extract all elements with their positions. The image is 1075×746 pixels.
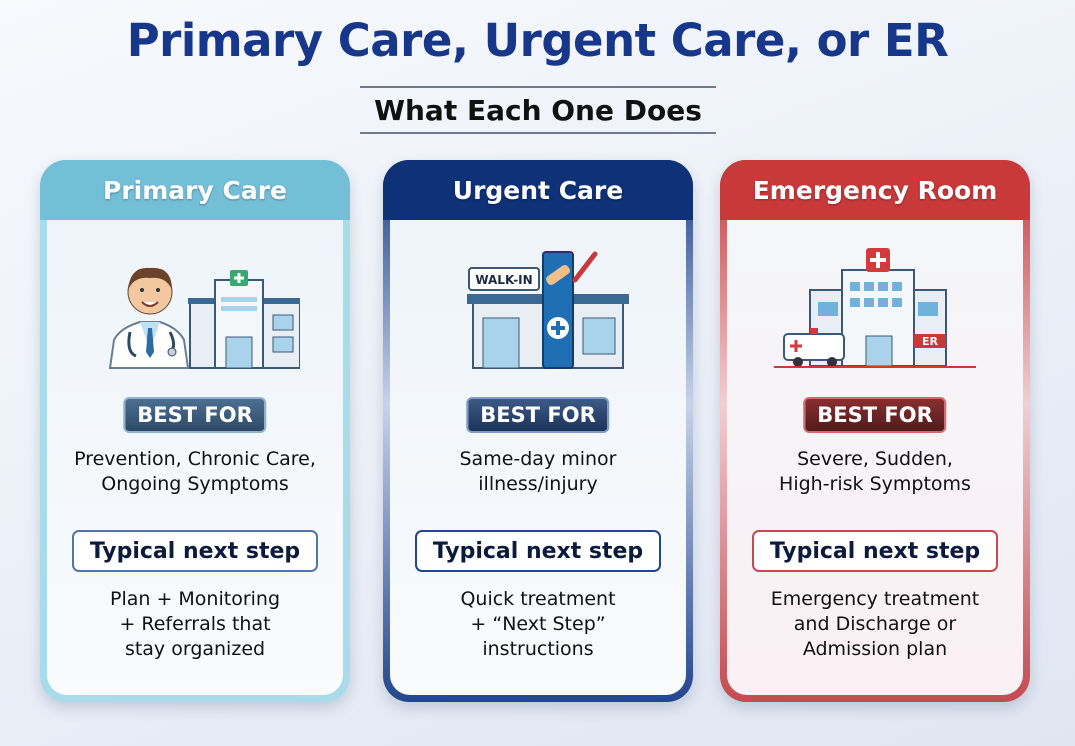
typical-next-step-label: Typical next step — [72, 530, 318, 572]
card-emergency-room: Emergency Room ER BEST FOR Severe, Sudde… — [720, 160, 1030, 702]
subtitle: What Each One Does — [374, 93, 702, 127]
next-step-line: Emergency treatment — [770, 588, 980, 610]
next-step-line: Quick treatment — [460, 588, 616, 610]
best-for-badge: BEST FOR — [803, 397, 947, 433]
typical-next-step-label: Typical next step — [752, 530, 998, 572]
best-for-line: Same-day minor — [459, 448, 617, 470]
best-for-line: High-risk Symptoms — [779, 473, 971, 495]
card-header: Primary Care — [40, 160, 350, 220]
next-step-line: Admission plan — [802, 638, 948, 660]
doctor-clinic-icon — [108, 267, 300, 369]
next-step-text: Quick treatment + “Next Step” instructions — [383, 587, 693, 662]
best-for-text: Prevention, Chronic Care, Ongoing Symptom… — [40, 447, 350, 497]
page-title: Primary Care, Urgent Care, or ER — [126, 14, 949, 67]
card-urgent-care: Urgent Care WALK-IN BEST FOR Same-day mi… — [383, 160, 693, 702]
typical-next-step-label: Typical next step — [415, 530, 661, 572]
best-for-text: Severe, Sudden, High-risk Symptoms — [720, 447, 1030, 497]
next-step-text: Plan + Monitoring + Referrals that stay or… — [40, 587, 350, 662]
hospital-ambulance-icon: ER — [774, 248, 976, 368]
best-for-line: Ongoing Symptoms — [101, 473, 289, 495]
walk-in-clinic-icon: WALK-IN — [467, 251, 629, 369]
card-primary-care: Primary Care BEST FOR Prevention, Chroni… — [40, 160, 350, 702]
best-for-line: Prevention, Chronic Care, — [74, 448, 316, 470]
best-for-line: illness/injury — [478, 473, 598, 495]
next-step-line: stay organized — [124, 638, 266, 660]
best-for-badge: BEST FOR — [466, 397, 610, 433]
best-for-badge: BEST FOR — [123, 397, 267, 433]
next-step-line: and Discharge or — [793, 613, 957, 635]
er-sign: ER — [922, 335, 939, 348]
best-for-text: Same-day minor illness/injury — [383, 447, 693, 497]
card-header: Emergency Room — [720, 160, 1030, 220]
next-step-text: Emergency treatment and Discharge or Admis… — [720, 587, 1030, 662]
best-for-line: Severe, Sudden, — [797, 448, 953, 470]
next-step-line: instructions — [482, 638, 594, 660]
next-step-line: Plan + Monitoring — [109, 588, 281, 610]
walk-in-sign: WALK-IN — [475, 273, 532, 287]
next-step-line: + Referrals that — [119, 613, 271, 635]
subtitle-banner: What Each One Does — [360, 86, 716, 134]
next-step-line: + “Next Step” — [470, 613, 606, 635]
card-header: Urgent Care — [383, 160, 693, 220]
